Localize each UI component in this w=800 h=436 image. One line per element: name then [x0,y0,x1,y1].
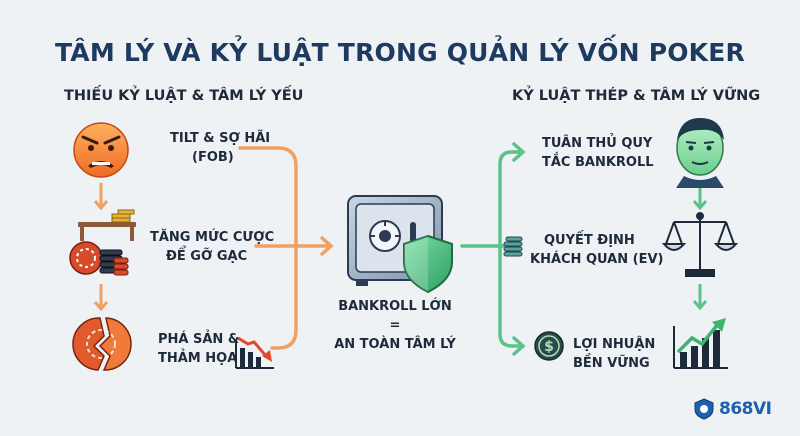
brand-logo[interactable]: 868VI [693,395,793,423]
right-step-2-line1: QUYẾT ĐỊNH [544,233,635,248]
right-step-2-label: QUYẾT ĐỊNH KHÁCH QUAN (EV) [530,231,663,269]
left-down-arrow-1 [93,183,109,211]
crest-icon [694,398,714,420]
falling-chart-icon [235,336,274,369]
center-label: BANKROLL LỚN = AN TOÀN TÂM LÝ [320,297,470,354]
player-head-icon [676,118,724,188]
right-step-3-label: LỢI NHUẬN BỀN VỮNG [573,335,655,373]
right-step-3-line2: BỀN VỮNG [573,356,650,371]
left-step-3-line1: PHÁ SẢN & [158,332,240,347]
left-heading: THIẾU KỶ LUẬT & TÂM LÝ YẾU [64,88,304,104]
left-step-2-line1: TĂNG MỨC CƯỢC [150,230,275,245]
left-step-1-line2: (FOB) [192,150,234,165]
broken-chip-icon [72,317,132,371]
page-title: TÂM LÝ VÀ KỶ LUẬT TRONG QUẢN LÝ VỐN POKE… [55,38,745,67]
left-step-3-line2: THẢM HỌA [158,351,238,366]
right-step-1-label: TUÂN THỦ QUY TẮC BANKROLL [542,134,654,172]
left-step-3-label: PHÁ SẢN & THẢM HỌA [158,330,239,368]
dollar-coin-icon: $ [534,331,564,361]
right-step-3-line1: LỢI NHUẬN [573,337,656,352]
left-down-arrow-2 [93,284,109,312]
center-line2: = [389,318,401,333]
right-step-2-line2: KHÁCH QUAN (EV) [530,252,664,267]
center-line3: AN TOÀN TÂM LÝ [334,337,456,352]
shield-icon [403,234,453,294]
rising-chart-icon [673,318,728,369]
scales-icon [661,212,739,277]
coin-stack-icon [503,236,523,257]
left-bracket-connector [238,146,334,350]
right-down-arrow-2 [692,284,708,311]
logo-text: 868VI [719,399,772,419]
center-line1: BANKROLL LỚN [338,299,452,314]
left-step-2-line2: ĐỂ GỠ GẠC [166,249,248,264]
right-heading: KỶ LUẬT THÉP & TÂM LÝ VỮNG [512,88,761,104]
poker-chips-icon [69,209,136,276]
left-step-2-label: TĂNG MỨC CƯỢC ĐỂ GỠ GẠC [150,228,274,266]
right-step-1-line1: TUÂN THỦ QUY [542,136,653,151]
right-step-1-line2: TẮC BANKROLL [542,155,654,170]
left-step-1-label: TILT & SỢ HÃI (FOB) [170,129,270,167]
left-step-1-line1: TILT & SỢ HÃI [170,131,271,146]
svg-text:$: $ [544,339,554,355]
angry-face-icon [73,122,129,178]
